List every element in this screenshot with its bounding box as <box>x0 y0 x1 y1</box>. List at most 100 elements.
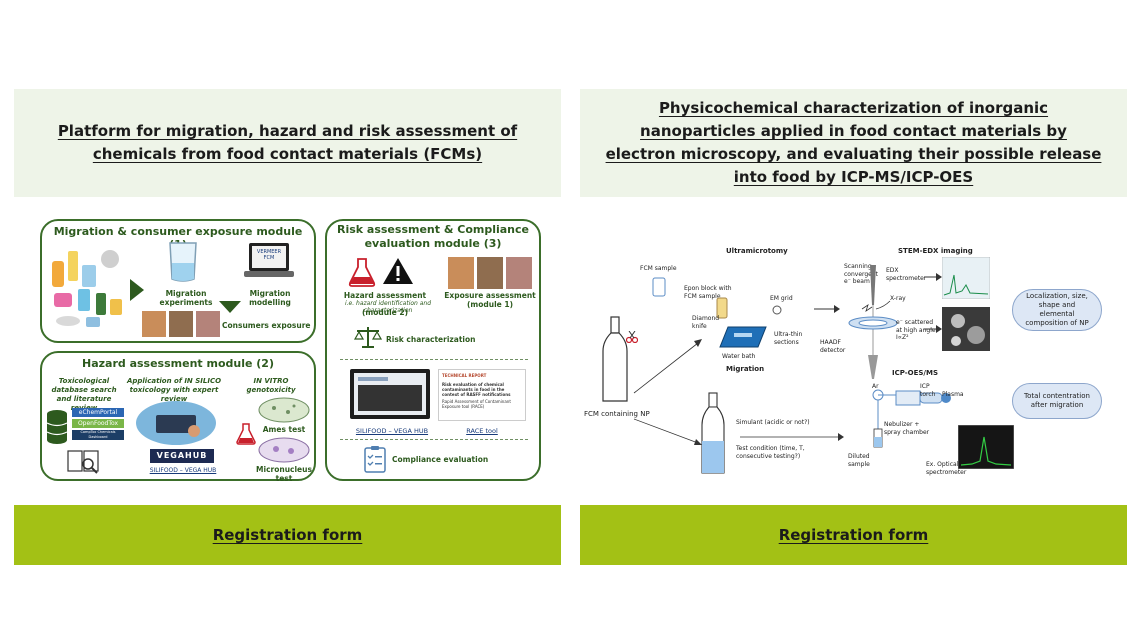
stem-edx-heading: STEM-EDX imaging <box>898 247 973 255</box>
micronucleus-petri-dish-icon <box>258 437 310 463</box>
race-tool-link[interactable]: RACE tool <box>466 427 498 435</box>
water-bath-icon <box>719 326 767 348</box>
consumers-photos <box>142 311 220 337</box>
edx-spectrometer-label: EDX spectrometer <box>886 267 927 282</box>
silifood-vega-hub-link-3[interactable]: SILIFOOD – VEGA HUB <box>355 427 429 435</box>
monitor-screenshot <box>350 369 430 419</box>
nanoparticles-card: Physicochemical characterization of inor… <box>580 89 1127 565</box>
icp-heading: ICP-OES/MS <box>892 369 938 377</box>
water-bath-label: Water bath <box>722 353 756 360</box>
vegahub-logo: VEGAHUB <box>150 449 214 463</box>
optical-spectrometer-label: Ex. Optical spectrometer <box>926 461 967 476</box>
database-icon <box>46 410 68 444</box>
hazard-assessment-label: Hazard assessment <box>343 291 427 300</box>
race-report-title: Risk evaluation of chemical contaminants… <box>442 382 511 397</box>
test-tube-flask-icon <box>236 423 256 445</box>
vermeer-screen-label: VERMEER FCM <box>256 249 282 261</box>
migration-modelling-label: Migration modelling <box>249 289 291 307</box>
migration-arrow-down-icon <box>633 418 702 445</box>
micronucleus-test-label: Micronucleus test <box>256 465 312 483</box>
in-silico-label: Application of IN SILICO toxicology with… <box>126 377 222 403</box>
arrow-to-icp-icon <box>740 433 844 441</box>
arrow-to-stem-icon <box>814 305 840 313</box>
silifood-vega-hub-link-2[interactable]: SILIFOOD – VEGA HUB <box>149 467 217 474</box>
race-report-header: TECHNICAL REPORT <box>442 373 487 378</box>
epon-block-label: Epon block with FCM sample <box>684 285 732 300</box>
race-report-subtitle: Rapid Assessment of Contaminant Exposure… <box>442 399 511 409</box>
food-products-illustration <box>52 250 122 327</box>
diamond-knife-label: Diamond knife <box>692 315 720 330</box>
platform-registration-link[interactable]: Registration form <box>212 526 363 544</box>
platform-infographic: Migration & consumer exposure module (1)… <box>14 197 561 505</box>
consumers-exposure-label: Consumers exposure <box>222 321 311 330</box>
test-condition-label: Test condition (time, T, consecutive tes… <box>736 445 805 460</box>
ultrathin-sections-label: Ultra-thin sections <box>774 331 803 346</box>
hazard-module-title: Hazard assessment module (2) <box>82 357 274 370</box>
edx-spectrum-image <box>942 257 990 299</box>
compliance-evaluation-label: Compliance evaluation <box>392 455 489 464</box>
localization-bubble: Localization, size, shape and elemental … <box>1012 289 1102 331</box>
race-report-thumbnail: TECHNICAL REPORT Risk evaluation of chem… <box>438 369 526 421</box>
haadf-label: HAADF detector <box>820 339 846 354</box>
scattered-label: e⁻ scattered at high angle: I∝Z² <box>896 319 938 341</box>
fcm-sample-piece <box>652 277 666 297</box>
optical-spectrum-image <box>958 425 1014 469</box>
plasma-label: Plasma <box>942 391 964 398</box>
xray-label: X-ray <box>890 295 906 302</box>
exposure-photos <box>448 257 532 289</box>
platform-card: Platform for migration, hazard and risk … <box>14 89 561 565</box>
arrow-down-icon <box>219 301 241 313</box>
nebulizer-label: Nebulizer + spray chamber <box>884 421 930 436</box>
platform-registration-bar: Registration form <box>14 505 561 565</box>
warning-icon <box>383 258 413 284</box>
beaker-icon <box>169 242 197 282</box>
echemportal-badge: eChemPortal <box>72 408 124 417</box>
ar-label: Ar <box>872 383 879 390</box>
stem-column-illustration <box>848 265 898 379</box>
comptox-badge: CompTox Chemicals Dashboard <box>72 430 124 440</box>
checklist-icon <box>364 446 386 473</box>
in-silico-photo <box>136 401 216 445</box>
ames-petri-dish-icon <box>258 397 310 423</box>
scissors-icon <box>626 331 638 343</box>
flask-icon <box>348 258 376 287</box>
platform-card-title[interactable]: Platform for migration, hazard and risk … <box>57 122 518 163</box>
total-concentration-bubble: Total contentration after migration <box>1012 383 1102 419</box>
icp-torch-label: ICP torch <box>920 383 936 398</box>
exposure-assessment-label: Exposure assessment <box>444 291 536 300</box>
module-1-label: (module 1) <box>466 300 514 309</box>
arrow-haadf-icon <box>924 325 942 333</box>
hazard-assessment-sub: i.e. hazard identification and character… <box>344 300 432 314</box>
scales-icon <box>354 327 382 348</box>
literature-icon <box>67 450 99 474</box>
risk-module-title: Risk assessment & Compliance evaluation … <box>336 223 529 250</box>
migration-experiments-label: Migration experiments <box>159 289 213 307</box>
scanning-beam-label: Scanning convergent e⁻ beam <box>844 263 879 285</box>
ultramicrotomy-heading: Ultramicrotomy <box>726 247 788 255</box>
em-grid-label: EM grid <box>770 295 793 302</box>
platform-card-header: Platform for migration, hazard and risk … <box>14 89 561 197</box>
dashed-divider-1 <box>340 359 528 360</box>
migration-heading: Migration <box>726 365 765 373</box>
migration-arrow-up-icon <box>633 339 702 394</box>
arrow-edx-icon <box>924 273 942 281</box>
nanoparticles-card-title[interactable]: Physicochemical characterization of inor… <box>605 99 1102 186</box>
ames-test-label: Ames test <box>262 425 306 434</box>
icp-instrument-illustration <box>872 389 951 448</box>
diluted-sample-label: Diluted sample <box>848 453 870 468</box>
laptop-icon <box>244 243 294 277</box>
dashed-divider-2 <box>340 439 528 440</box>
risk-characterization-label: Risk characterization <box>386 335 476 344</box>
simulant-bottle-icon <box>701 392 725 474</box>
nanoparticles-diagram: Ultramicrotomy STEM-EDX imaging Migratio… <box>580 197 1127 505</box>
nanoparticles-registration-bar: Registration form <box>580 505 1127 565</box>
nanoparticles-registration-link[interactable]: Registration form <box>778 526 929 544</box>
simulant-label: Simulant (acidic or not?) <box>736 419 810 426</box>
fcm-sample-label: FCM sample <box>640 265 677 272</box>
nanoparticles-card-header: Physicochemical characterization of inor… <box>580 89 1127 197</box>
fcm-bottle-icon <box>602 316 628 402</box>
openfoodtox-badge: OpenFoodTox <box>72 419 124 428</box>
arrow-right-icon <box>130 279 144 301</box>
fcm-containing-label: FCM containing NP <box>584 410 650 418</box>
epon-block-icon <box>716 297 728 319</box>
